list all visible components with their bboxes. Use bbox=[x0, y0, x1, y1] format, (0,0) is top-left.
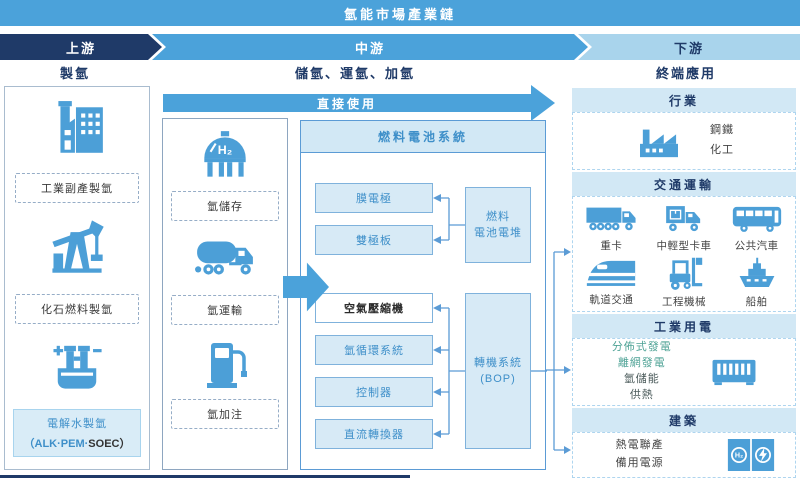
column-label-end-use: 終端應用 bbox=[655, 65, 716, 81]
diagram-title: 氫能市場產業鏈 bbox=[0, 0, 800, 26]
column-label-production: 製氫 bbox=[59, 65, 90, 81]
building-item-chp: 熱電聯產 bbox=[615, 439, 664, 452]
power-item-h2-storage: 氫儲能 bbox=[623, 373, 660, 385]
bus-icon bbox=[731, 201, 783, 235]
electrolysis-label: 電解水製氫 bbox=[47, 418, 107, 430]
building-item-backup-power: 備用電源 bbox=[615, 457, 664, 469]
building-items: 熱電聯產 備用電源 bbox=[573, 437, 706, 472]
heavy-truck-icon bbox=[583, 201, 639, 235]
train-icon bbox=[585, 255, 637, 289]
production-panel: 工業副產製氫 化石燃料製氫 bbox=[4, 86, 150, 470]
transport-item-train: 軌道交通 bbox=[575, 253, 648, 309]
section-industrial-power-title: 工業用電 bbox=[572, 314, 796, 338]
box-truck-icon bbox=[660, 201, 708, 235]
svg-text:H₂: H₂ bbox=[734, 452, 742, 460]
end-use-panel: 行業 鋼鐵 bbox=[572, 88, 796, 478]
production-item-industrial-byproduct: 工業副產製氫 bbox=[15, 173, 139, 203]
oil-pumpjack-icon bbox=[5, 215, 149, 277]
section-industrial-power: 工業用電 分佈式發電 離網發電 氫儲能 供熱 bbox=[572, 314, 796, 406]
transport-item-ship: 船舶 bbox=[720, 253, 793, 309]
chain-item-refueling: 氫加注 bbox=[171, 399, 279, 429]
factory-icon bbox=[5, 99, 149, 159]
stage-upstream: 上游 bbox=[0, 34, 162, 60]
output-connector-lines bbox=[546, 248, 571, 454]
industry-items: 鋼鐵 化工 bbox=[710, 121, 734, 161]
industry-item-chemical: 化工 bbox=[710, 144, 734, 156]
power-item-offgrid: 離網發電 bbox=[617, 357, 666, 370]
ship-icon bbox=[734, 253, 780, 291]
component-h2-circulation: 氫循環系統 bbox=[315, 335, 433, 365]
component-bipolar-plate: 雙極板 bbox=[315, 225, 433, 255]
section-transportation: 交通運輸 重卡 bbox=[572, 172, 796, 312]
industry-item-steel: 鋼鐵 bbox=[710, 124, 734, 137]
factory-sawtooth-icon bbox=[634, 122, 684, 160]
transport-item-forklift: 工程機械 bbox=[648, 253, 721, 309]
fuel-cell-system-title: 燃料電池系統 bbox=[301, 121, 545, 153]
bop-box: 轉機系統(BOP) bbox=[465, 293, 531, 449]
chp-h2-power-icon: H₂ bbox=[727, 439, 775, 471]
chain-item-transport: 氫運輸 bbox=[171, 295, 279, 325]
production-item-fossil-fuel: 化石燃料製氫 bbox=[15, 294, 139, 324]
section-building-title: 建築 bbox=[572, 408, 796, 432]
stage-downstream: 下游 bbox=[578, 34, 800, 60]
column-label-midstream: 儲氫、運氫、加氫 bbox=[294, 65, 415, 81]
fuel-cell-system-panel: 燃料電池系統 膜電極 雙極板 燃料電池電堆 空氣壓縮機 氫循環系統 控制器 直流… bbox=[300, 120, 547, 470]
tanker-truck-icon bbox=[163, 234, 287, 280]
direct-use-arrow: 直接使用 bbox=[163, 94, 531, 112]
transport-item-box-truck: 中輕型卡車 bbox=[648, 201, 721, 253]
section-industry: 行業 鋼鐵 bbox=[572, 88, 796, 170]
fuel-cell-connector-lines bbox=[433, 194, 547, 438]
direct-use-arrowhead-icon bbox=[531, 85, 555, 121]
power-item-distributed: 分佈式發電 bbox=[611, 341, 672, 354]
forklift-icon bbox=[663, 253, 705, 291]
industrial-power-items: 分佈式發電 離網發電 氫儲能 供熱 bbox=[573, 340, 711, 404]
generator-icon bbox=[711, 358, 757, 386]
transport-item-bus: 公共汽車 bbox=[720, 201, 793, 253]
component-controller: 控制器 bbox=[315, 377, 433, 407]
section-industry-content: 鋼鐵 化工 bbox=[572, 112, 796, 170]
fuel-dispenser-icon bbox=[163, 337, 287, 393]
component-membrane-electrode: 膜電極 bbox=[315, 183, 433, 213]
h2-storage-tank-icon: H₂ bbox=[163, 127, 287, 187]
electrolysis-tech-label: （ALK·PEM·SOEC） bbox=[23, 438, 131, 450]
section-industrial-power-content: 分佈式發電 離網發電 氫儲能 供熱 bbox=[572, 338, 796, 406]
component-air-compressor: 空氣壓縮機 bbox=[315, 293, 433, 323]
section-building-content: 熱電聯產 備用電源 H₂ bbox=[572, 432, 796, 478]
section-transportation-content: 重卡 bbox=[572, 196, 796, 312]
component-dc-converter: 直流轉換器 bbox=[315, 419, 433, 449]
bottom-rule bbox=[0, 475, 410, 478]
production-item-electrolysis: 電解水製氫 （ALK·PEM·SOEC） bbox=[13, 409, 141, 457]
fuel-cell-stack-box: 燃料電池電堆 bbox=[465, 187, 531, 263]
section-transportation-title: 交通運輸 bbox=[572, 172, 796, 196]
stage-midstream: 中游 bbox=[152, 34, 588, 60]
chain-item-storage: 氫儲存 bbox=[171, 191, 279, 221]
transport-item-heavy-truck: 重卡 bbox=[575, 201, 648, 253]
electrolyzer-icon bbox=[5, 333, 149, 395]
power-item-heat: 供熱 bbox=[629, 388, 654, 401]
svg-text:H₂: H₂ bbox=[218, 143, 232, 157]
midstream-chain-panel: H₂ 氫儲存 氫運輸 bbox=[162, 118, 288, 470]
section-building: 建築 熱電聯產 備用電源 H₂ bbox=[572, 408, 796, 478]
section-industry-title: 行業 bbox=[572, 88, 796, 112]
